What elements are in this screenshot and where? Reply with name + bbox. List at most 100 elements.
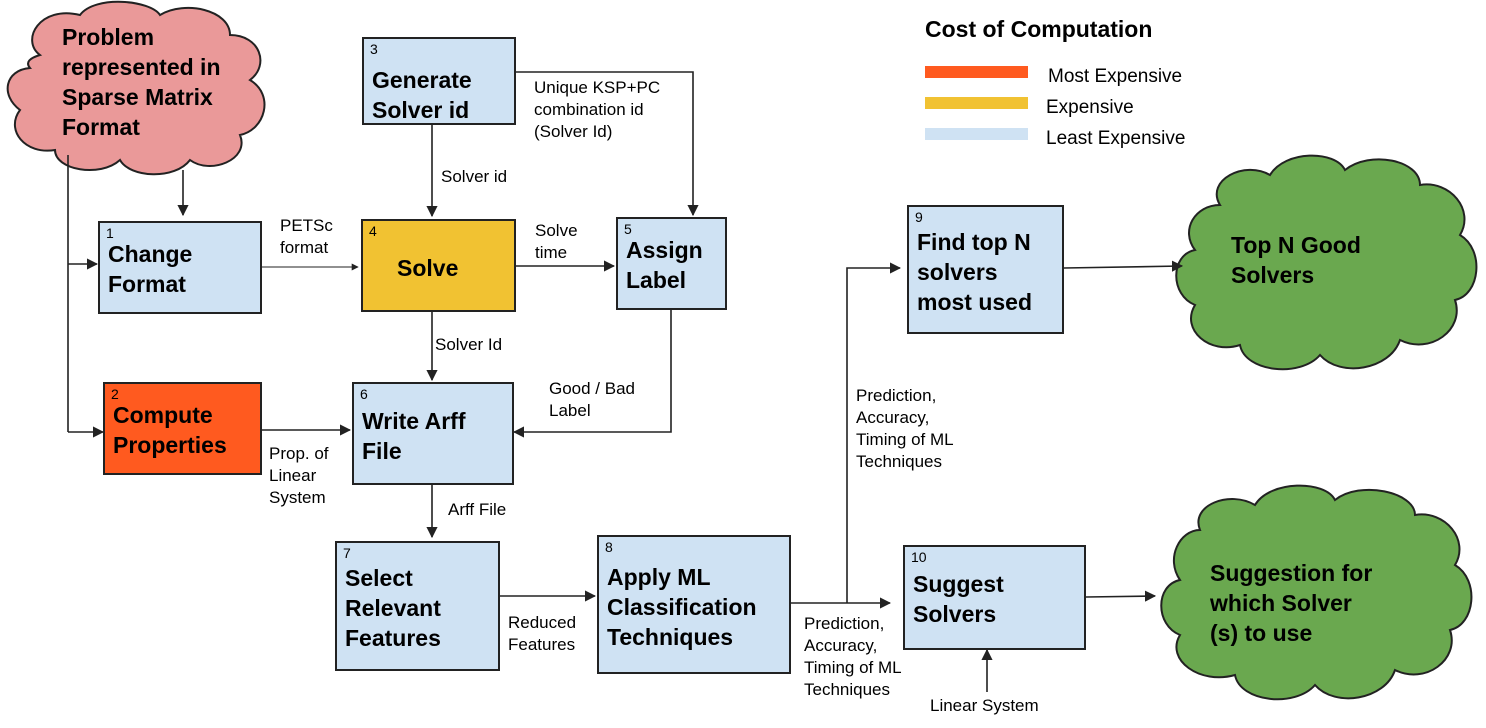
label-line: Prop. of xyxy=(269,444,329,463)
box-find-top-n-solvers: 9 Find top N solvers most used xyxy=(907,205,1064,334)
label-line: Prediction, xyxy=(856,386,937,405)
box-number: 3 xyxy=(370,41,378,57)
label-line: Reduced xyxy=(508,613,577,632)
label-line: (Solver Id) xyxy=(534,122,613,141)
box-title: Assign Label xyxy=(626,235,719,295)
label-line: Accuracy, xyxy=(856,408,930,427)
box-assign-label: 5 Assign Label xyxy=(616,217,727,310)
box-title-line: Classification xyxy=(607,594,757,620)
box-number: 10 xyxy=(911,549,927,565)
box-title-line: Relevant xyxy=(345,595,441,621)
box-solve: 4 Solve xyxy=(361,219,516,312)
box-title-line: Write Arff xyxy=(362,408,466,434)
box-title-line: Apply ML xyxy=(607,564,711,590)
label-line: Timing of ML xyxy=(856,430,954,449)
box-generate-solver-id: 3 Generate Solver id xyxy=(362,37,516,125)
label-solver-id-to-solve: Solver id xyxy=(441,166,507,188)
label-line: Prediction, xyxy=(804,614,885,633)
box-select-relevant-features: 7 Select Relevant Features xyxy=(335,541,500,671)
label-solve-time: Solve time xyxy=(535,220,578,264)
box-title-line: File xyxy=(362,438,402,464)
label-line: Unique KSP+PC xyxy=(534,78,661,97)
box-number: 4 xyxy=(369,223,377,239)
label-line: System xyxy=(269,488,326,507)
top-n-cloud-text: Top N Good Solvers xyxy=(1231,230,1361,290)
suggestion-cloud-text: Suggestion for which Solver (s) to use xyxy=(1210,558,1372,648)
box-title: Solve xyxy=(397,253,508,283)
box-title-line: Assign xyxy=(626,237,703,263)
label-line: PETSc xyxy=(280,216,333,235)
label-line: Good / Bad xyxy=(549,379,636,398)
box-title-line: Solvers xyxy=(913,601,997,627)
problem-cloud-line-4: Format xyxy=(62,114,140,140)
box-title-line: Find top N xyxy=(917,229,1031,255)
box-title: Write Arff File xyxy=(362,406,506,466)
label-line: combination id xyxy=(534,100,644,119)
label-petsc-format: PETSc format xyxy=(280,215,333,259)
box-title-line: Select xyxy=(345,565,413,591)
suggestion-cloud-line-3: (s) to use xyxy=(1210,620,1313,646)
box-write-arff-file: 6 Write Arff File xyxy=(352,382,514,485)
label-line: Features xyxy=(508,635,576,654)
label-prediction-upper: Prediction, Accuracy, Timing of ML Techn… xyxy=(856,385,954,473)
box-title: Compute Properties xyxy=(113,400,254,460)
label-line: Linear System xyxy=(930,696,1039,715)
legend-title: Cost of Computation xyxy=(925,16,1153,42)
box-title-line: Properties xyxy=(113,432,227,458)
label-line: Linear xyxy=(269,466,317,485)
label-line: Arff File xyxy=(448,500,507,519)
problem-cloud-shape xyxy=(6,0,266,176)
box-number: 5 xyxy=(624,221,632,237)
box-title-line: Change xyxy=(108,241,193,267)
box-compute-properties: 2 Compute Properties xyxy=(103,382,262,475)
box-title-line: solvers xyxy=(917,259,998,285)
problem-cloud-line-3: Sparse Matrix xyxy=(62,84,213,110)
box-title-line: Solve xyxy=(397,255,459,281)
label-line: Solver id xyxy=(441,167,508,186)
box-title: Change Format xyxy=(108,239,254,299)
legend-label-least-expensive: Least Expensive xyxy=(1046,128,1186,149)
label-line: Accuracy, xyxy=(804,636,878,655)
suggestion-cloud-shape xyxy=(1160,484,1473,701)
legend-label-most-expensive: Most Expensive xyxy=(1048,66,1183,87)
legend-label-expensive: Expensive xyxy=(1046,97,1134,118)
top-n-cloud-line-2: Solvers xyxy=(1231,262,1315,288)
box-number: 7 xyxy=(343,545,351,561)
arrow-suggest-solvers-to-cloud xyxy=(1085,590,1157,602)
box-number: 2 xyxy=(111,386,119,402)
label-prop-linear-system: Prop. of Linear System xyxy=(269,443,329,509)
arrow-generate-to-assign-label xyxy=(516,71,699,217)
box-title-line: Techniques xyxy=(607,624,734,650)
problem-cloud-text: Problem represented in Sparse Matrix For… xyxy=(62,22,221,142)
problem-cloud-line-2: represented in xyxy=(62,54,221,80)
box-number: 8 xyxy=(605,539,613,555)
label-solver-id-to-arff: Solver Id xyxy=(435,334,502,356)
suggestion-cloud-line-1: Suggestion for xyxy=(1210,560,1373,586)
label-arff-file: Arff File xyxy=(448,499,506,521)
box-title-line: Label xyxy=(626,267,687,293)
box-title-line: Features xyxy=(345,625,441,651)
box-title-line: Solver id xyxy=(372,97,470,123)
problem-cloud-line-1: Problem xyxy=(62,24,155,50)
box-title: Find top N solvers most used xyxy=(917,227,1056,317)
box-number: 9 xyxy=(915,209,923,225)
box-title: Select Relevant Features xyxy=(345,563,492,653)
box-title-line: Generate xyxy=(372,67,472,93)
label-linear-system: Linear System xyxy=(930,695,1039,717)
box-change-format: 1 Change Format xyxy=(98,221,262,314)
label-unique-solver-id: Unique KSP+PC combination id (Solver Id) xyxy=(534,77,660,143)
arrow-assign-label-to-write-arff xyxy=(512,310,672,438)
label-line: format xyxy=(280,238,329,257)
label-line: Techniques xyxy=(856,452,943,471)
box-title-line: most used xyxy=(917,289,1033,315)
box-title: Generate Solver id xyxy=(372,65,508,125)
label-line: Label xyxy=(549,401,591,420)
label-line: Techniques xyxy=(804,680,891,699)
top-n-cloud-shape xyxy=(1175,154,1478,371)
arrow-apply-ml-to-find-top-n xyxy=(846,262,902,603)
box-title: Apply ML Classification Techniques xyxy=(607,562,783,652)
label-reduced-features: Reduced Features xyxy=(508,612,576,656)
box-number: 1 xyxy=(106,225,114,241)
box-title-line: Suggest xyxy=(913,571,1004,597)
